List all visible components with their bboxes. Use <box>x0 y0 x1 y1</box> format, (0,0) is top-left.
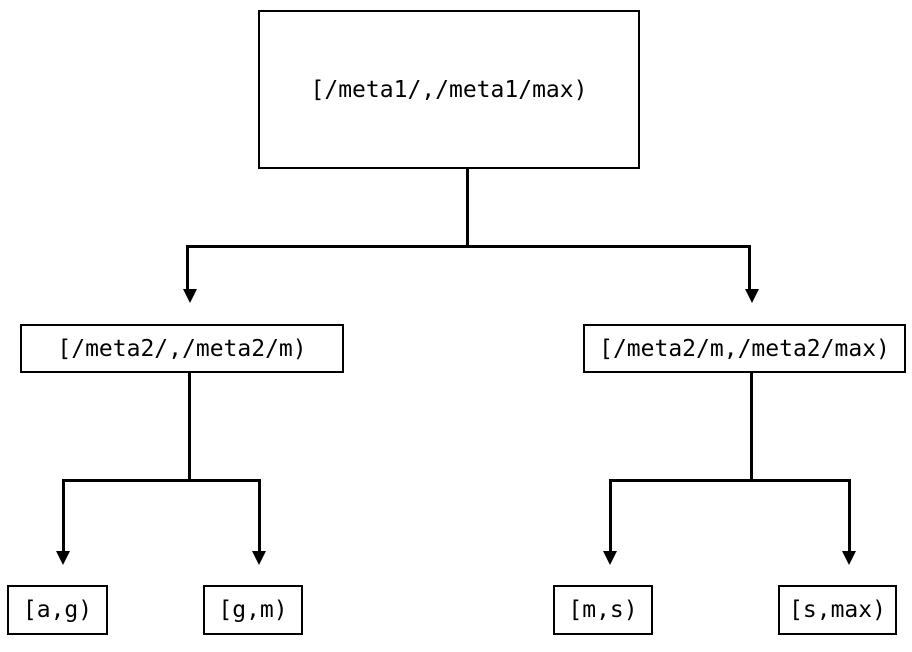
edge-mid-right-to-leaf-3-drop <box>609 479 612 552</box>
edge-root-to-mid-right-drop <box>748 245 751 290</box>
edge-mid-left-to-leaf-2-drop <box>258 479 261 552</box>
node-mid-left[interactable]: [/meta2/,/meta2/m) <box>20 324 344 373</box>
node-root[interactable]: [/meta1/,/meta1/max) <box>258 10 640 169</box>
arrowhead-to-leaf-1-icon <box>56 551 70 565</box>
edge-mid-right-crossbar <box>609 479 851 482</box>
arrowhead-root-to-mid-right-icon <box>745 289 759 303</box>
edge-mid-left-stem <box>188 373 191 481</box>
arrowhead-to-leaf-2-icon <box>252 551 266 565</box>
node-leaf-3[interactable]: [m,s) <box>553 585 653 635</box>
node-leaf-1[interactable]: [a,g) <box>7 585 108 635</box>
arrowhead-root-to-mid-left-icon <box>183 289 197 303</box>
node-leaf-4[interactable]: [s,max) <box>778 585 897 635</box>
edge-root-to-mid-left-drop <box>186 245 189 290</box>
node-leaf-2[interactable]: [g,m) <box>203 585 303 635</box>
edge-mid-left-crossbar <box>62 479 260 482</box>
edge-mid-right-to-leaf-4-drop <box>848 479 851 552</box>
edge-root-stem <box>466 169 469 247</box>
edge-mid-left-to-leaf-1-drop <box>62 479 65 552</box>
edge-root-crossbar <box>186 245 750 248</box>
arrowhead-to-leaf-4-icon <box>842 551 856 565</box>
node-mid-right[interactable]: [/meta2/m,/meta2/max) <box>583 324 906 373</box>
arrowhead-to-leaf-3-icon <box>603 551 617 565</box>
edge-mid-right-stem <box>750 373 753 481</box>
